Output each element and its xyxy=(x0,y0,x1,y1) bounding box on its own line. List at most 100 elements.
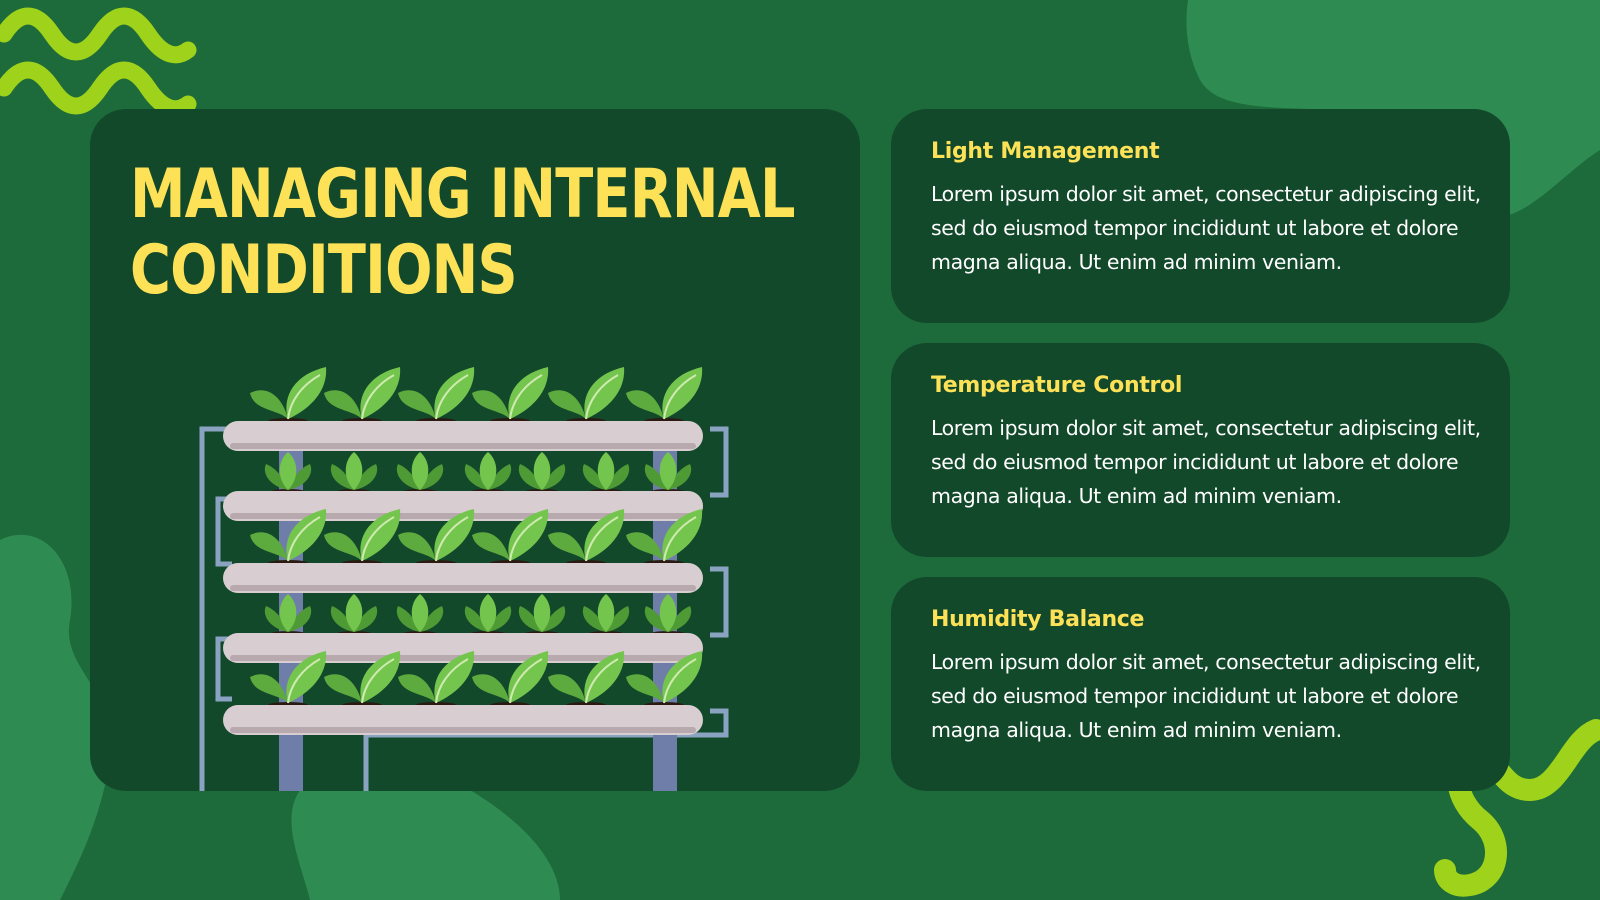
card-heading: Light Management xyxy=(931,139,1160,164)
lettuce-leaf xyxy=(533,594,551,632)
lettuce-leaf xyxy=(330,606,354,632)
lettuce-leaf xyxy=(488,464,512,490)
lettuce-leaf xyxy=(606,464,630,490)
water-tube xyxy=(363,708,729,791)
leaf-vein xyxy=(663,658,697,704)
lettuce-leaf xyxy=(659,452,677,490)
lettuce-leaf xyxy=(264,606,288,632)
lettuce-leaf xyxy=(360,651,401,703)
lettuce-leaf xyxy=(472,532,510,561)
leaf-vein xyxy=(287,658,321,704)
lettuce-leaf xyxy=(398,674,436,703)
page-title: MANAGING INTERNAL CONDITIONS xyxy=(130,155,796,310)
title-line-1: MANAGING INTERNAL xyxy=(130,155,796,234)
lettuce-leaf xyxy=(508,651,549,703)
pipe-shadow xyxy=(230,443,696,449)
lettuce-leaf xyxy=(584,651,625,703)
leaf-vein xyxy=(287,516,321,562)
lettuce-leaf xyxy=(411,452,429,490)
lettuce-leaf xyxy=(288,606,312,632)
water-tube xyxy=(710,426,729,498)
lettuce-leaf xyxy=(420,606,444,632)
water-tube xyxy=(215,636,232,702)
lettuce-leaf xyxy=(330,464,354,490)
lettuce-leaf xyxy=(662,367,703,419)
lettuce-leaf xyxy=(518,606,542,632)
lettuce-leaf xyxy=(626,532,664,561)
card-light-management: Light Management Lorem ipsum dolor sit a… xyxy=(891,109,1510,323)
leaf-vein xyxy=(435,374,469,420)
lettuce-leaf xyxy=(398,390,436,419)
title-panel: MANAGING INTERNAL CONDITIONS xyxy=(90,109,860,791)
lettuce-leaf xyxy=(542,464,566,490)
lettuce-leaf xyxy=(434,651,475,703)
lettuce-leaf xyxy=(542,606,566,632)
title-line-2: CONDITIONS xyxy=(130,231,518,310)
leaf-vein xyxy=(585,516,619,562)
lettuce-leaf xyxy=(644,464,668,490)
lettuce-leaf xyxy=(324,674,362,703)
lettuce-leaf xyxy=(606,606,630,632)
lettuce-leaf xyxy=(479,452,497,490)
lettuce-leaf xyxy=(354,464,378,490)
leaf-vein xyxy=(361,374,395,420)
lettuce-leaf xyxy=(668,464,692,490)
leaf-vein xyxy=(663,516,697,562)
lettuce-leaf xyxy=(434,367,475,419)
bottom-left-blob xyxy=(0,534,112,900)
lettuce-leaf xyxy=(354,606,378,632)
lettuce-leaf xyxy=(279,452,297,490)
lettuce-leaf xyxy=(472,390,510,419)
lettuce-leaf xyxy=(548,390,586,419)
lettuce-leaf xyxy=(597,594,615,632)
lettuce-leaf xyxy=(582,464,606,490)
lettuce-leaf xyxy=(286,367,327,419)
lettuce-leaf xyxy=(396,606,420,632)
lettuce-leaf xyxy=(286,651,327,703)
lettuce-leaf xyxy=(668,606,692,632)
lettuce-leaf xyxy=(464,464,488,490)
pipe-shadow xyxy=(230,727,696,733)
lettuce-leaf xyxy=(548,674,586,703)
water-tube xyxy=(710,566,729,638)
water-tube xyxy=(199,426,232,791)
lettuce-leaf xyxy=(662,509,703,561)
leaf-vein xyxy=(585,374,619,420)
lettuce-leaf xyxy=(662,651,703,703)
lettuce-leaf xyxy=(464,606,488,632)
lettuce-leaf xyxy=(360,367,401,419)
lettuce-leaf xyxy=(548,532,586,561)
lettuce-leaf xyxy=(286,509,327,561)
lettuce-leaf xyxy=(250,532,288,561)
lettuce-leaf xyxy=(597,452,615,490)
lettuce-leaf xyxy=(279,594,297,632)
lettuce-leaf xyxy=(398,532,436,561)
lettuce-leaf xyxy=(288,464,312,490)
lettuce-leaf xyxy=(584,367,625,419)
lettuce-leaf xyxy=(396,464,420,490)
lettuce-leaf xyxy=(324,532,362,561)
leaf-vein xyxy=(435,516,469,562)
card-temperature-control: Temperature Control Lorem ipsum dolor si… xyxy=(891,343,1510,557)
leaf-vein xyxy=(509,658,543,704)
squiggle-icon xyxy=(0,7,197,64)
lettuce-leaf xyxy=(488,606,512,632)
lettuce-leaf xyxy=(626,674,664,703)
hydroponic-rack-illustration xyxy=(199,367,729,791)
squiggle-icon xyxy=(0,61,197,118)
lettuce-leaf xyxy=(582,606,606,632)
leaf-vein xyxy=(509,374,543,420)
lettuce-leaf xyxy=(472,674,510,703)
leaf-vein xyxy=(287,374,321,420)
leaf-vein xyxy=(663,374,697,420)
lettuce-leaf xyxy=(584,509,625,561)
leaf-vein xyxy=(361,516,395,562)
lettuce-leaf xyxy=(644,606,668,632)
card-body: Lorem ipsum dolor sit amet, consectetur … xyxy=(931,416,1481,508)
lettuce-leaf xyxy=(264,464,288,490)
lettuce-leaf xyxy=(250,390,288,419)
lettuce-leaf xyxy=(659,594,677,632)
leaf-vein xyxy=(509,516,543,562)
lettuce-leaf xyxy=(508,367,549,419)
lettuce-leaf xyxy=(420,464,444,490)
